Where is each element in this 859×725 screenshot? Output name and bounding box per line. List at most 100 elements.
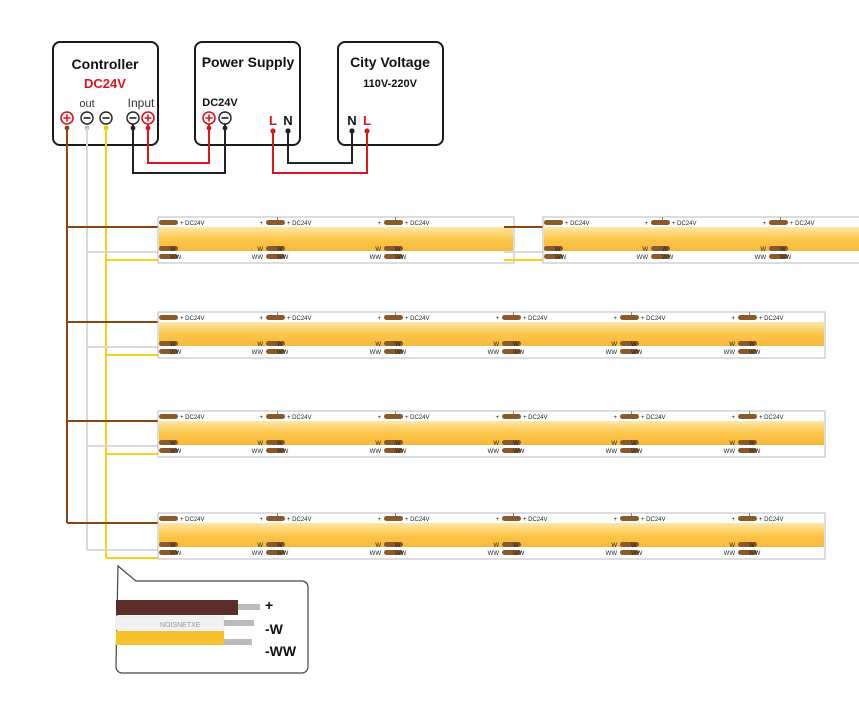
power-supply-title: Power Supply xyxy=(202,54,295,70)
strip-w-pad xyxy=(384,542,403,547)
strip-dc24v-label: + DC24V xyxy=(180,415,205,421)
strip-ww-pad xyxy=(502,349,521,354)
strip-pos-pad xyxy=(502,315,521,320)
strip-ww-label: WW xyxy=(631,551,643,557)
strip-w-label: W xyxy=(375,342,381,348)
strip-w-label: W xyxy=(170,342,176,348)
strip-plus-label: + xyxy=(377,221,381,227)
strip-w-pad xyxy=(620,440,639,445)
strip-w-label: W xyxy=(395,543,401,549)
strip-ww-label: WW xyxy=(488,350,500,356)
strip-ww-label: WW xyxy=(631,449,643,455)
strip-dc24v-label: + DC24V xyxy=(641,415,666,421)
cable-legend-ww: -WW xyxy=(265,643,297,659)
strip-dc24v-label: + DC24V xyxy=(287,517,312,523)
strip-ww-label: WW xyxy=(488,551,500,557)
strip-w-label: W xyxy=(170,543,176,549)
strip-w-pad xyxy=(769,246,788,251)
strip-w-pad xyxy=(738,440,757,445)
strip-dc24v-label: + DC24V xyxy=(287,221,312,227)
strip-dc24v-label: + DC24V xyxy=(523,415,548,421)
strip-feed-wires xyxy=(67,321,160,356)
strip-plus-label: + xyxy=(613,517,617,523)
strip-ww-label: WW xyxy=(170,551,182,557)
strip-ww-pad xyxy=(502,448,521,453)
strip-w-label: W xyxy=(170,247,176,253)
strip-dc24v-label: + DC24V xyxy=(523,316,548,322)
strip-w-label: W xyxy=(257,543,263,549)
strip-ww-pad xyxy=(384,550,403,555)
strip-w-label: W xyxy=(375,543,381,549)
strip-pos-pad xyxy=(384,315,403,320)
strip-pos-pad xyxy=(159,315,178,320)
ps-to-city-wires xyxy=(272,130,368,174)
strip-dc24v-label: + DC24V xyxy=(405,517,430,523)
strip-ww-label: WW xyxy=(488,449,500,455)
strip-plus-label: + xyxy=(644,221,648,227)
strip-pos-pad xyxy=(266,414,285,419)
strip-w-label: W xyxy=(749,441,755,447)
strip-ww-pad xyxy=(544,254,563,259)
strip-w-label: W xyxy=(277,441,283,447)
strip-pos-pad xyxy=(502,414,521,419)
strip-plus-label: + xyxy=(731,517,735,523)
strip-w-label: W xyxy=(375,247,381,253)
city-n-label: N xyxy=(347,113,356,128)
controller-input-plus-terminal xyxy=(141,111,155,125)
strip-w-label: W xyxy=(395,342,401,348)
strip-ww-label: WW xyxy=(606,350,618,356)
strip-dc24v-label: + DC24V xyxy=(565,221,590,227)
strip-ww-label: WW xyxy=(749,350,761,356)
strip-feed-wires xyxy=(67,522,160,559)
strip-ww-label: WW xyxy=(513,350,525,356)
strip-ww-label: WW xyxy=(606,449,618,455)
strip-ww-label: WW xyxy=(252,551,264,557)
strip-dc24v-label: + DC24V xyxy=(672,221,697,227)
strip-dc24v-label: + DC24V xyxy=(405,415,430,421)
strip-ww-label: WW xyxy=(277,551,289,557)
strip-w-label: W xyxy=(395,247,401,253)
controller-title: Controller xyxy=(72,56,139,72)
strip-w-pad xyxy=(266,542,285,547)
cable-image: NOISNETXE xyxy=(115,600,260,645)
strip-dc24v-label: + DC24V xyxy=(180,316,205,322)
strip-dc24v-label: + DC24V xyxy=(759,316,784,322)
strip-dc24v-label: + DC24V xyxy=(180,517,205,523)
strip-w-label: W xyxy=(662,247,668,253)
strip-pos-pad xyxy=(384,516,403,521)
strip-ww-pad xyxy=(159,550,178,555)
controller-voltage: DC24V xyxy=(84,76,126,91)
strip-pos-pad xyxy=(738,414,757,419)
ps-l-label: L xyxy=(269,113,277,128)
strip-ww-pad xyxy=(266,254,285,259)
strip-ww-pad xyxy=(769,254,788,259)
strip-ww-label: WW xyxy=(252,255,264,261)
strip-w-pad xyxy=(384,341,403,346)
city-voltage-title: City Voltage xyxy=(350,54,430,70)
strip-pos-pad xyxy=(384,220,403,225)
strip-ww-pad xyxy=(384,448,403,453)
strip-w-pad xyxy=(159,341,178,346)
strip-w-pad xyxy=(738,542,757,547)
strip-plus-label: + xyxy=(495,316,499,322)
strip-dc24v-label: + DC24V xyxy=(641,316,666,322)
strip-jumper-wires xyxy=(504,226,546,261)
strip-pos-pad xyxy=(266,516,285,521)
strip-pos-pad xyxy=(384,414,403,419)
strip-ww-label: WW xyxy=(170,350,182,356)
cable-legend-w: -W xyxy=(265,621,284,637)
strip-ww-label: WW xyxy=(637,255,649,261)
controller-out-plus-terminal xyxy=(60,111,74,125)
city-voltage-box: City Voltage 110V-220V N L xyxy=(337,41,444,146)
strip-pos-pad xyxy=(159,516,178,521)
svg-text:NOISNETXE: NOISNETXE xyxy=(160,622,201,629)
controller-out-w-terminal xyxy=(80,111,94,125)
strip-pos-pad xyxy=(738,315,757,320)
